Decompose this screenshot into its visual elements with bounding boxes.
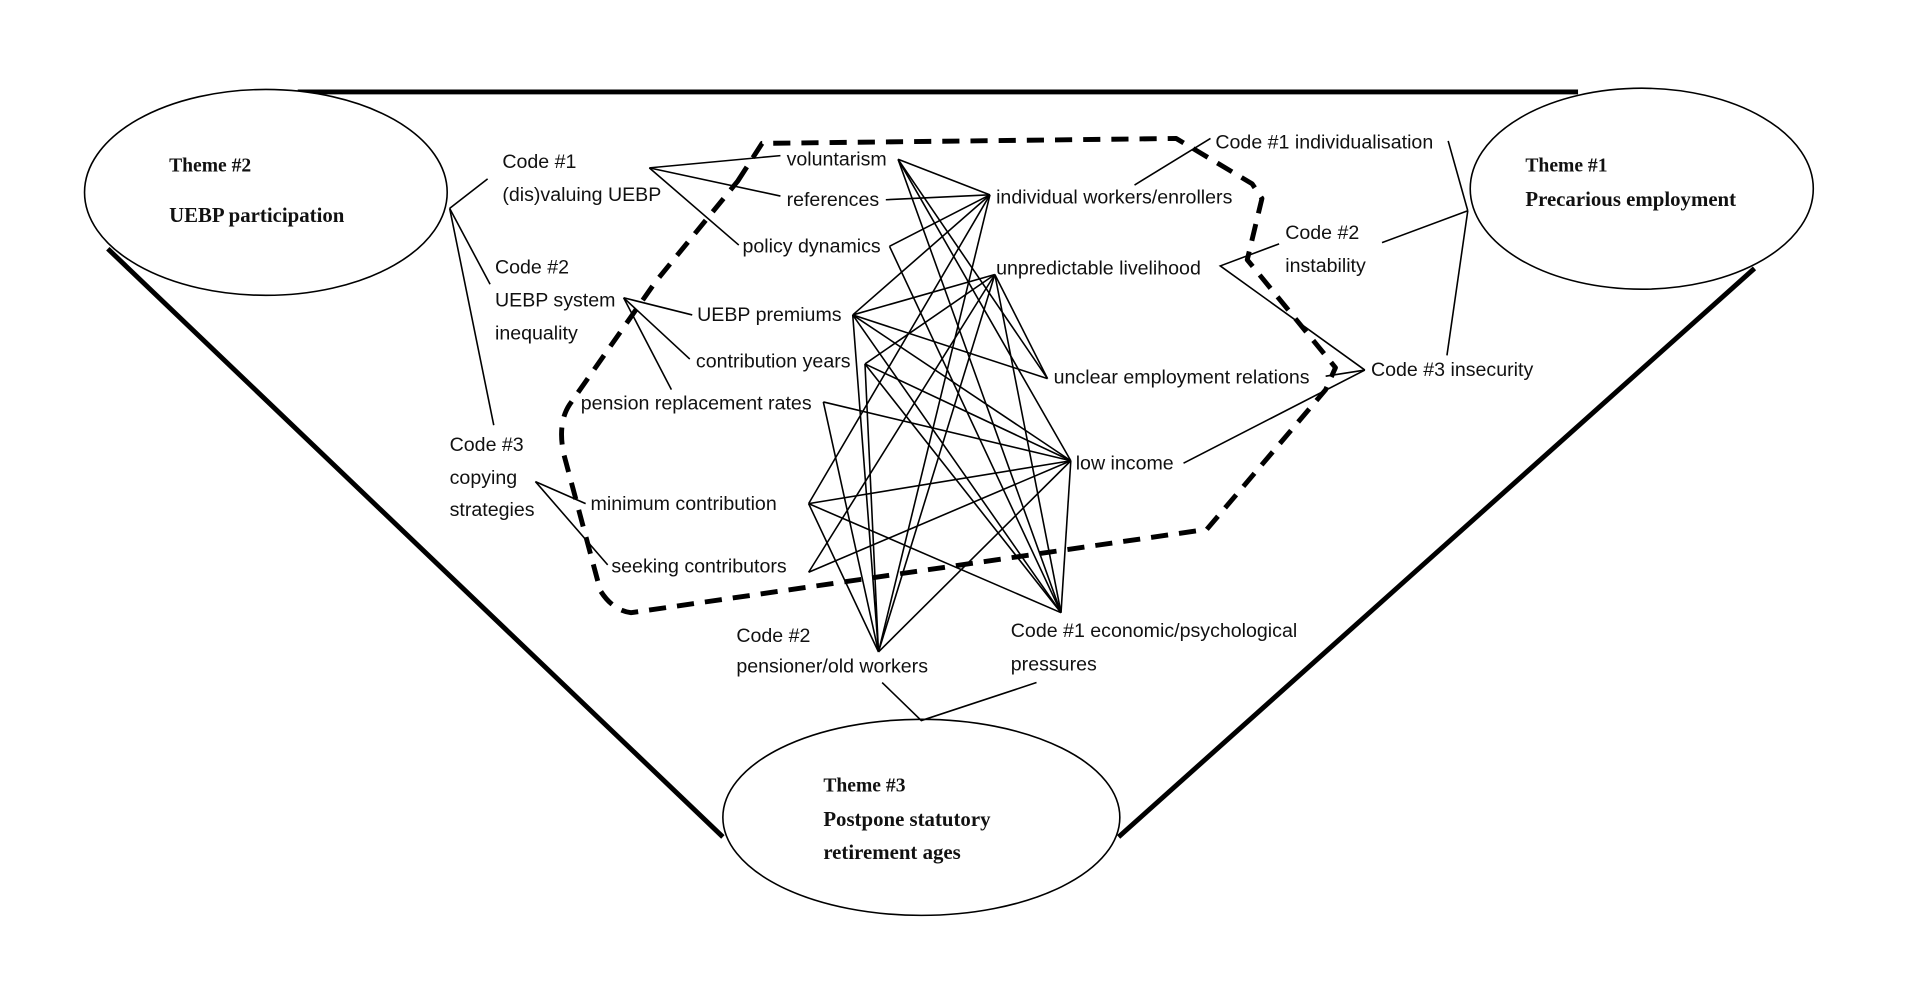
edge-seeking-contributors-to-low-income [808, 460, 1072, 573]
connector-theme2-code3 [448, 208, 495, 426]
connector-theme2-code2 [448, 207, 491, 285]
subcode-references: references [787, 189, 880, 211]
edge-voluntarism-to-economic-pressures [897, 159, 1062, 613]
edge-uebp-premiums-to-economic-pressures [852, 314, 1062, 614]
subcode-minimum-contribution: minimum contribution [591, 493, 777, 515]
t1-code3: Code #3 insecurity [1371, 359, 1533, 381]
t2-code1-line2: (dis)valuing UEBP [502, 184, 661, 206]
edge-individual-workers-to-uebp-premiums [852, 194, 991, 316]
t1-code2-line1: Code #2 [1285, 222, 1359, 244]
theme-connectors [448, 140, 1469, 722]
subcode-low-income: low income [1076, 452, 1174, 474]
edge-minimum-contribution-to-low-income [808, 459, 1071, 505]
connector-c1-references [649, 167, 781, 197]
frame-left-edge [106, 246, 725, 839]
frame-right-edge [1116, 266, 1757, 839]
t2-code1-line1: Code #1 [502, 151, 576, 173]
connector-c1-voluntarism [649, 154, 781, 169]
connector-c2-premiums [623, 297, 693, 316]
edge-unpredictable-livelihood-to-uebp-premiums [852, 273, 996, 316]
theme-3-title-line-1: Postpone statutory [823, 807, 991, 831]
edge-uebp-premiums-to-pensioner [851, 314, 880, 652]
theme-2-ellipse [83, 88, 448, 297]
theme-2-node: Theme #2 UEBP participation [83, 88, 448, 297]
edge-unpredictable-livelihood-to-contribution-years [864, 273, 996, 365]
theme-3-label: Theme #3 [823, 776, 905, 797]
subcode-individual-workers: individual workers/enrollers [996, 186, 1232, 208]
subcode-voluntarism: voluntarism [787, 148, 887, 170]
subcode-policy-dynamics: policy dynamics [742, 235, 880, 257]
edge-economic-pressures-to-low-income [1060, 460, 1072, 613]
connector-individual-t1c1 [1134, 137, 1211, 186]
t2-code2-line1: Code #2 [495, 256, 569, 278]
edge-pension-replacement-to-pensioner [822, 401, 880, 653]
subcode-network-edges [807, 158, 1072, 653]
subcode-uebp-premiums: UEBP premiums [697, 304, 842, 326]
subcode-pension-replacement: pension replacement rates [581, 392, 812, 414]
edge-policy-dynamics-to-economic-pressures [888, 245, 1062, 614]
theme-2-label: Theme #2 [169, 156, 251, 177]
theme-1-ellipse [1469, 87, 1815, 290]
theme-1-title: Precarious employment [1525, 187, 1736, 211]
theme-3-node: Theme #3 Postpone statutory retirement a… [722, 718, 1121, 917]
subcode-contribution-years: contribution years [696, 351, 851, 373]
edge-individual-workers-to-minimum-contribution [807, 194, 991, 505]
edge-uebp-premiums-to-unclear-employment [852, 314, 1048, 380]
edge-unpredictable-livelihood-to-economic-pressures [994, 274, 1062, 613]
edge-uebp-premiums-to-low-income [852, 314, 1072, 462]
edge-voluntarism-to-individual-workers [897, 158, 991, 196]
connector-theme1-code1 [1447, 140, 1469, 211]
t2-code3-line2: copying [450, 467, 518, 489]
theme-2-title: UEBP participation [169, 203, 345, 227]
connector-theme3-codes [881, 681, 1037, 722]
edge-minimum-contribution-to-pensioner [807, 503, 880, 653]
t2-code2-line2: UEBP system [495, 289, 615, 311]
theme-1-label: Theme #1 [1525, 156, 1607, 177]
connector-unclear-t1c3 [1325, 369, 1365, 377]
connector-livelihood-t1c2 [1218, 243, 1366, 371]
code-labels: Code #1 (dis)valuing UEBP Code #2 UEBP s… [450, 131, 1534, 677]
t3-code1-line2: pressures [1011, 653, 1097, 675]
subcode-unpredictable-livelihood: unpredictable livelihood [996, 257, 1201, 279]
edge-contribution-years-to-economic-pressures [864, 363, 1062, 614]
edge-policy-dynamics-to-individual-workers [889, 194, 991, 248]
t3-code2-line2: pensioner/old workers [736, 656, 928, 678]
t2-code2-line3: inequality [495, 322, 578, 344]
t3-code2-line1: Code #2 [736, 625, 810, 647]
t1-code1: Code #1 individualisation [1215, 131, 1433, 153]
t2-code3-line1: Code #3 [450, 434, 524, 456]
subcode-unclear-employment: unclear employment relations [1054, 367, 1310, 389]
connector-lowincome-t1c3 [1183, 369, 1366, 464]
theme-1-node: Theme #1 Precarious employment [1469, 87, 1815, 290]
edge-unpredictable-livelihood-to-seeking-contributors [807, 274, 996, 573]
edge-references-to-individual-workers [885, 194, 990, 201]
edge-voluntarism-to-unclear-employment [897, 158, 1049, 380]
connector-theme1-code2 [1381, 210, 1469, 244]
dashed-boundary [559, 136, 1338, 616]
theme-3-ellipse [722, 718, 1121, 917]
edge-contribution-years-to-low-income [864, 363, 1072, 462]
connector-c3-minimum [535, 480, 586, 505]
connector-c2-replacement [622, 297, 673, 391]
edge-unpredictable-livelihood-to-unclear-employment [994, 274, 1049, 380]
connector-c3-seeking [534, 481, 609, 566]
connector-c2-years [623, 297, 691, 360]
code-connectors [534, 137, 1366, 566]
edge-pensioner-to-low-income [877, 460, 1072, 653]
edge-minimum-contribution-to-economic-pressures [808, 502, 1062, 614]
theme-3-title-line-2: retirement ages [823, 840, 960, 864]
connector-c1-policy [648, 167, 740, 246]
edge-pension-replacement-to-low-income [823, 401, 1072, 462]
subcode-labels: voluntarism references policy dynamics i… [581, 148, 1310, 577]
t1-code2-line2: instability [1285, 255, 1366, 277]
connector-theme1-code3 [1446, 210, 1469, 356]
connector-theme2-code1 [449, 178, 489, 209]
edge-individual-workers-to-pensioner [877, 194, 991, 653]
subcode-seeking-contributors: seeking contributors [611, 555, 787, 577]
t3-code1-line1: Code #1 economic/psychological [1011, 620, 1297, 642]
edge-unpredictable-livelihood-to-pensioner [877, 274, 996, 653]
t2-code3-line3: strategies [450, 499, 535, 521]
